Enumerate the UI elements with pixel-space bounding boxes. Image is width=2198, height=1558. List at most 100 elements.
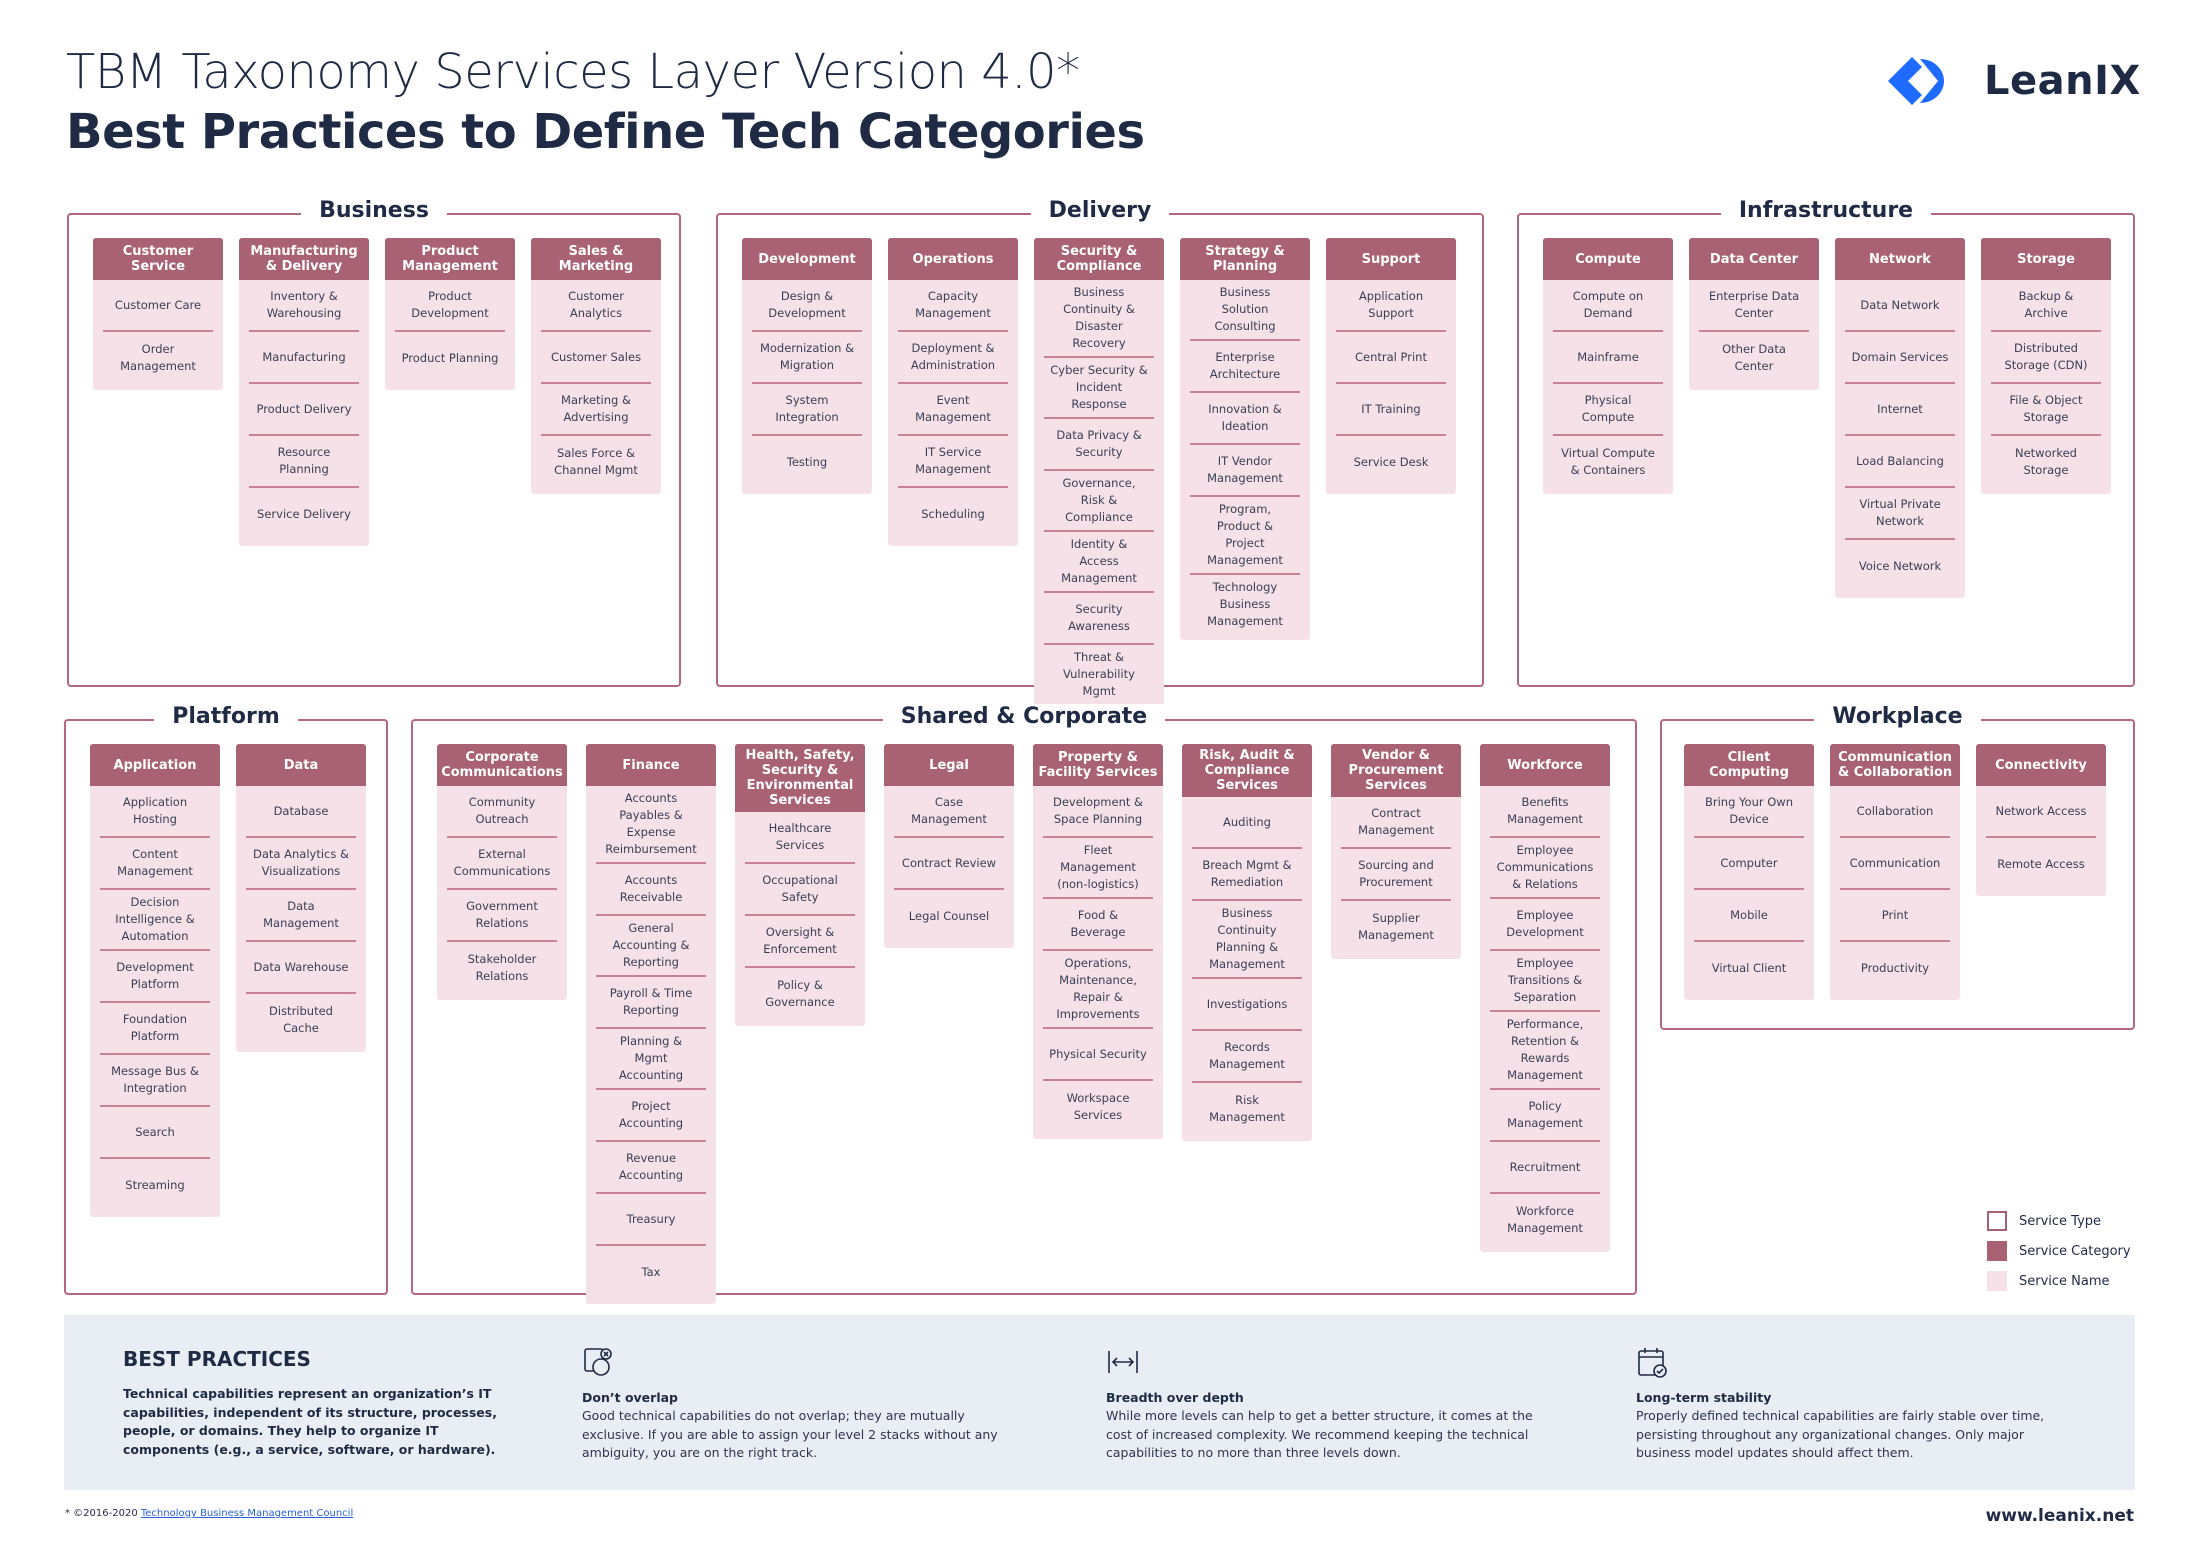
service-type-swatch (1987, 1211, 2007, 1231)
service-name: Technology Business Management (1207, 580, 1283, 628)
service-name: Computer (1694, 838, 1804, 890)
service-category: Workforce (1480, 744, 1610, 786)
page-subtitle: Best Practices to Define Tech Categories (66, 104, 1145, 160)
service-name: Development Platform (100, 951, 210, 1003)
service-name: Application Hosting (100, 786, 210, 838)
section-title-wrap: Workplace (1662, 704, 2133, 729)
service-name: Healthcare Services (745, 812, 855, 864)
service-category: Connectivity (1976, 744, 2106, 786)
service-category: Customer Service (93, 238, 223, 280)
practice-breadth-over-depth: Breadth over depth While more levels can… (1106, 1345, 1546, 1463)
service-name: Operations, Maintenance, Repair & Improv… (1043, 951, 1153, 1029)
service-name: Policy & Governance (765, 978, 835, 1009)
service-name: Recruitment (1490, 1142, 1600, 1194)
service-category: Health, Safety, Security & Environmental… (735, 744, 865, 812)
practice-title: Breadth over depth (1106, 1390, 1244, 1405)
service-name: Data Privacy & Security (1044, 419, 1154, 471)
service-name: Modernization & Migration (752, 332, 862, 384)
service-name: Backup & Archive (1991, 280, 2101, 332)
service-name: Supplier Management (1358, 911, 1434, 942)
service-category: Manufacturing & Delivery (239, 238, 369, 280)
section-title: Delivery (1030, 198, 1170, 223)
service-name: Legal Counsel (908, 908, 990, 923)
service-category: Development (742, 238, 872, 280)
section-title-wrap: Platform (66, 704, 386, 729)
service-category: Corporate Communications (437, 744, 567, 786)
section-title-wrap: Delivery (718, 198, 1482, 223)
service-category: Client Computing (1684, 744, 1814, 786)
service-name: Remote Access (1997, 856, 2085, 871)
service-name: Foundation Platform (100, 1003, 210, 1055)
service-name: Revenue Accounting (596, 1142, 706, 1194)
best-practices-heading: BEST PRACTICES (123, 1347, 311, 1371)
service-name: Resource Planning (249, 436, 359, 488)
logo-text: LeanIX (1984, 58, 2141, 104)
service-name: IT Vendor Management (1190, 445, 1300, 497)
service-name: Employee Development (1490, 899, 1600, 951)
website-link[interactable]: www.leanix.net (1985, 1506, 2134, 1526)
service-category: Property & Facility Services (1033, 744, 1163, 786)
service-name: Employee Transitions & Separation (1490, 951, 1600, 1012)
service-name: Compute on Demand (1553, 280, 1663, 332)
service-category: Support (1326, 238, 1456, 280)
service-name: Customer Sales (541, 332, 651, 384)
tbm-council-link[interactable]: Technology Business Management Council (140, 1508, 354, 1519)
section-title: Business (301, 198, 447, 223)
service-name: Data Network (1845, 280, 1955, 332)
service-name: Performance, Retention & Rewards Managem… (1490, 1012, 1600, 1090)
service-name: Government Relations (447, 890, 557, 942)
service-name: Physical Security (1043, 1029, 1153, 1081)
service-name: Networked Storage (2015, 446, 2077, 477)
service-name: Physical Compute (1553, 384, 1663, 436)
service-name: Manufacturing (249, 332, 359, 384)
legend-service-type: Service Type (1987, 1206, 2131, 1236)
service-name: Order Management (120, 342, 196, 373)
service-category: Finance (586, 744, 716, 786)
practice-dont-overlap: Don’t overlap Good technical capabilitie… (582, 1345, 1022, 1463)
legend-label: Service Category (2019, 1243, 2131, 1259)
service-name: Virtual Private Network (1845, 488, 1955, 540)
service-name: Capacity Management (898, 280, 1008, 332)
service-name: Collaboration (1840, 786, 1950, 838)
service-name: Network Access (1986, 786, 2096, 838)
service-name: Productivity (1860, 960, 1930, 975)
page-title: TBM Taxonomy Services Layer Version 4.0* (66, 44, 1080, 100)
service-name: Employee Communications & Relations (1490, 838, 1600, 899)
service-name: Virtual Compute & Containers (1561, 446, 1655, 477)
service-name: Auditing (1192, 797, 1302, 849)
service-category: Application (90, 744, 220, 786)
service-name: Data Warehouse (246, 942, 356, 994)
service-name: Load Balancing (1845, 436, 1955, 488)
service-name: Contract Management (1341, 797, 1451, 849)
section-title: Infrastructure (1720, 198, 1932, 223)
service-name: Investigations (1192, 979, 1302, 1031)
category-column: Health, Safety, Security & Environmental… (735, 744, 865, 1026)
service-name: Business Continuity Planning & Managemen… (1192, 901, 1302, 979)
service-name: Payroll & Time Reporting (596, 977, 706, 1029)
service-name: Benefits Management (1490, 786, 1600, 838)
service-category: Product Management (385, 238, 515, 280)
service-name: Accounts Payables & Expense Reimbursemen… (596, 786, 706, 864)
service-name: IT Training (1336, 384, 1446, 436)
service-name: Occupational Safety (745, 864, 855, 916)
section-title-wrap: Business (69, 198, 679, 223)
